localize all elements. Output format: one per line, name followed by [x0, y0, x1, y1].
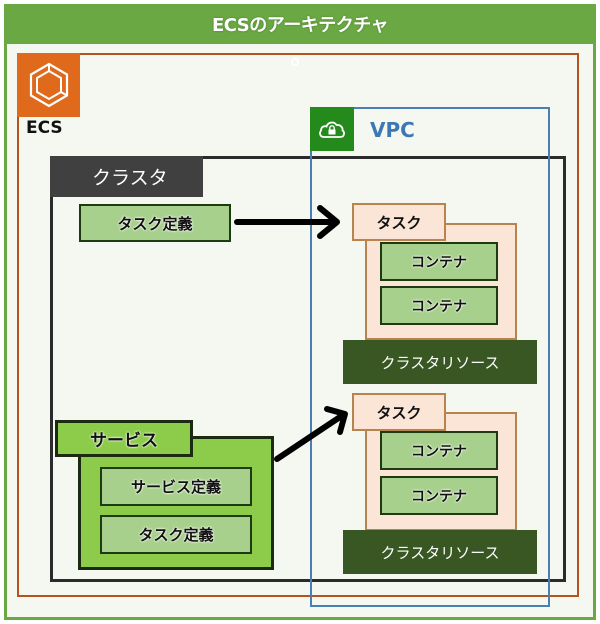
ecs-label: ECS: [26, 118, 63, 138]
container-box: コンテナ: [380, 286, 498, 325]
container-box: コンテナ: [380, 476, 498, 515]
ecs-boundary: [17, 53, 579, 597]
task-label: タスク: [352, 393, 446, 431]
vpc-boundary: [310, 107, 550, 607]
container-box: コンテナ: [380, 431, 498, 470]
ecs-icon: [17, 53, 80, 117]
title-bar: ECSのアーキテクチャ: [4, 4, 596, 44]
task-definition-box: タスク定義: [79, 204, 231, 242]
container-box: コンテナ: [380, 242, 498, 281]
vpc-label: VPC: [370, 118, 415, 142]
vpc-icon: [310, 107, 354, 151]
service-label: サービス: [55, 420, 193, 457]
cluster-label: クラスタ: [92, 167, 168, 189]
decorative-dot: [291, 58, 299, 66]
cluster-boundary: [50, 156, 566, 582]
task-label: タスク: [352, 203, 446, 241]
cluster-resource-box: クラスタリソース: [343, 340, 537, 384]
ecs-container-icon: [29, 62, 68, 108]
service-definition-box: サービス定義: [100, 467, 252, 506]
cloud-lock-icon: [319, 121, 345, 138]
diagram-title: ECSのアーキテクチャ: [211, 15, 389, 36]
cluster-header: クラスタ: [50, 156, 203, 197]
cluster-resource-box: クラスタリソース: [343, 530, 537, 574]
service-task-definition-box: タスク定義: [100, 515, 252, 554]
